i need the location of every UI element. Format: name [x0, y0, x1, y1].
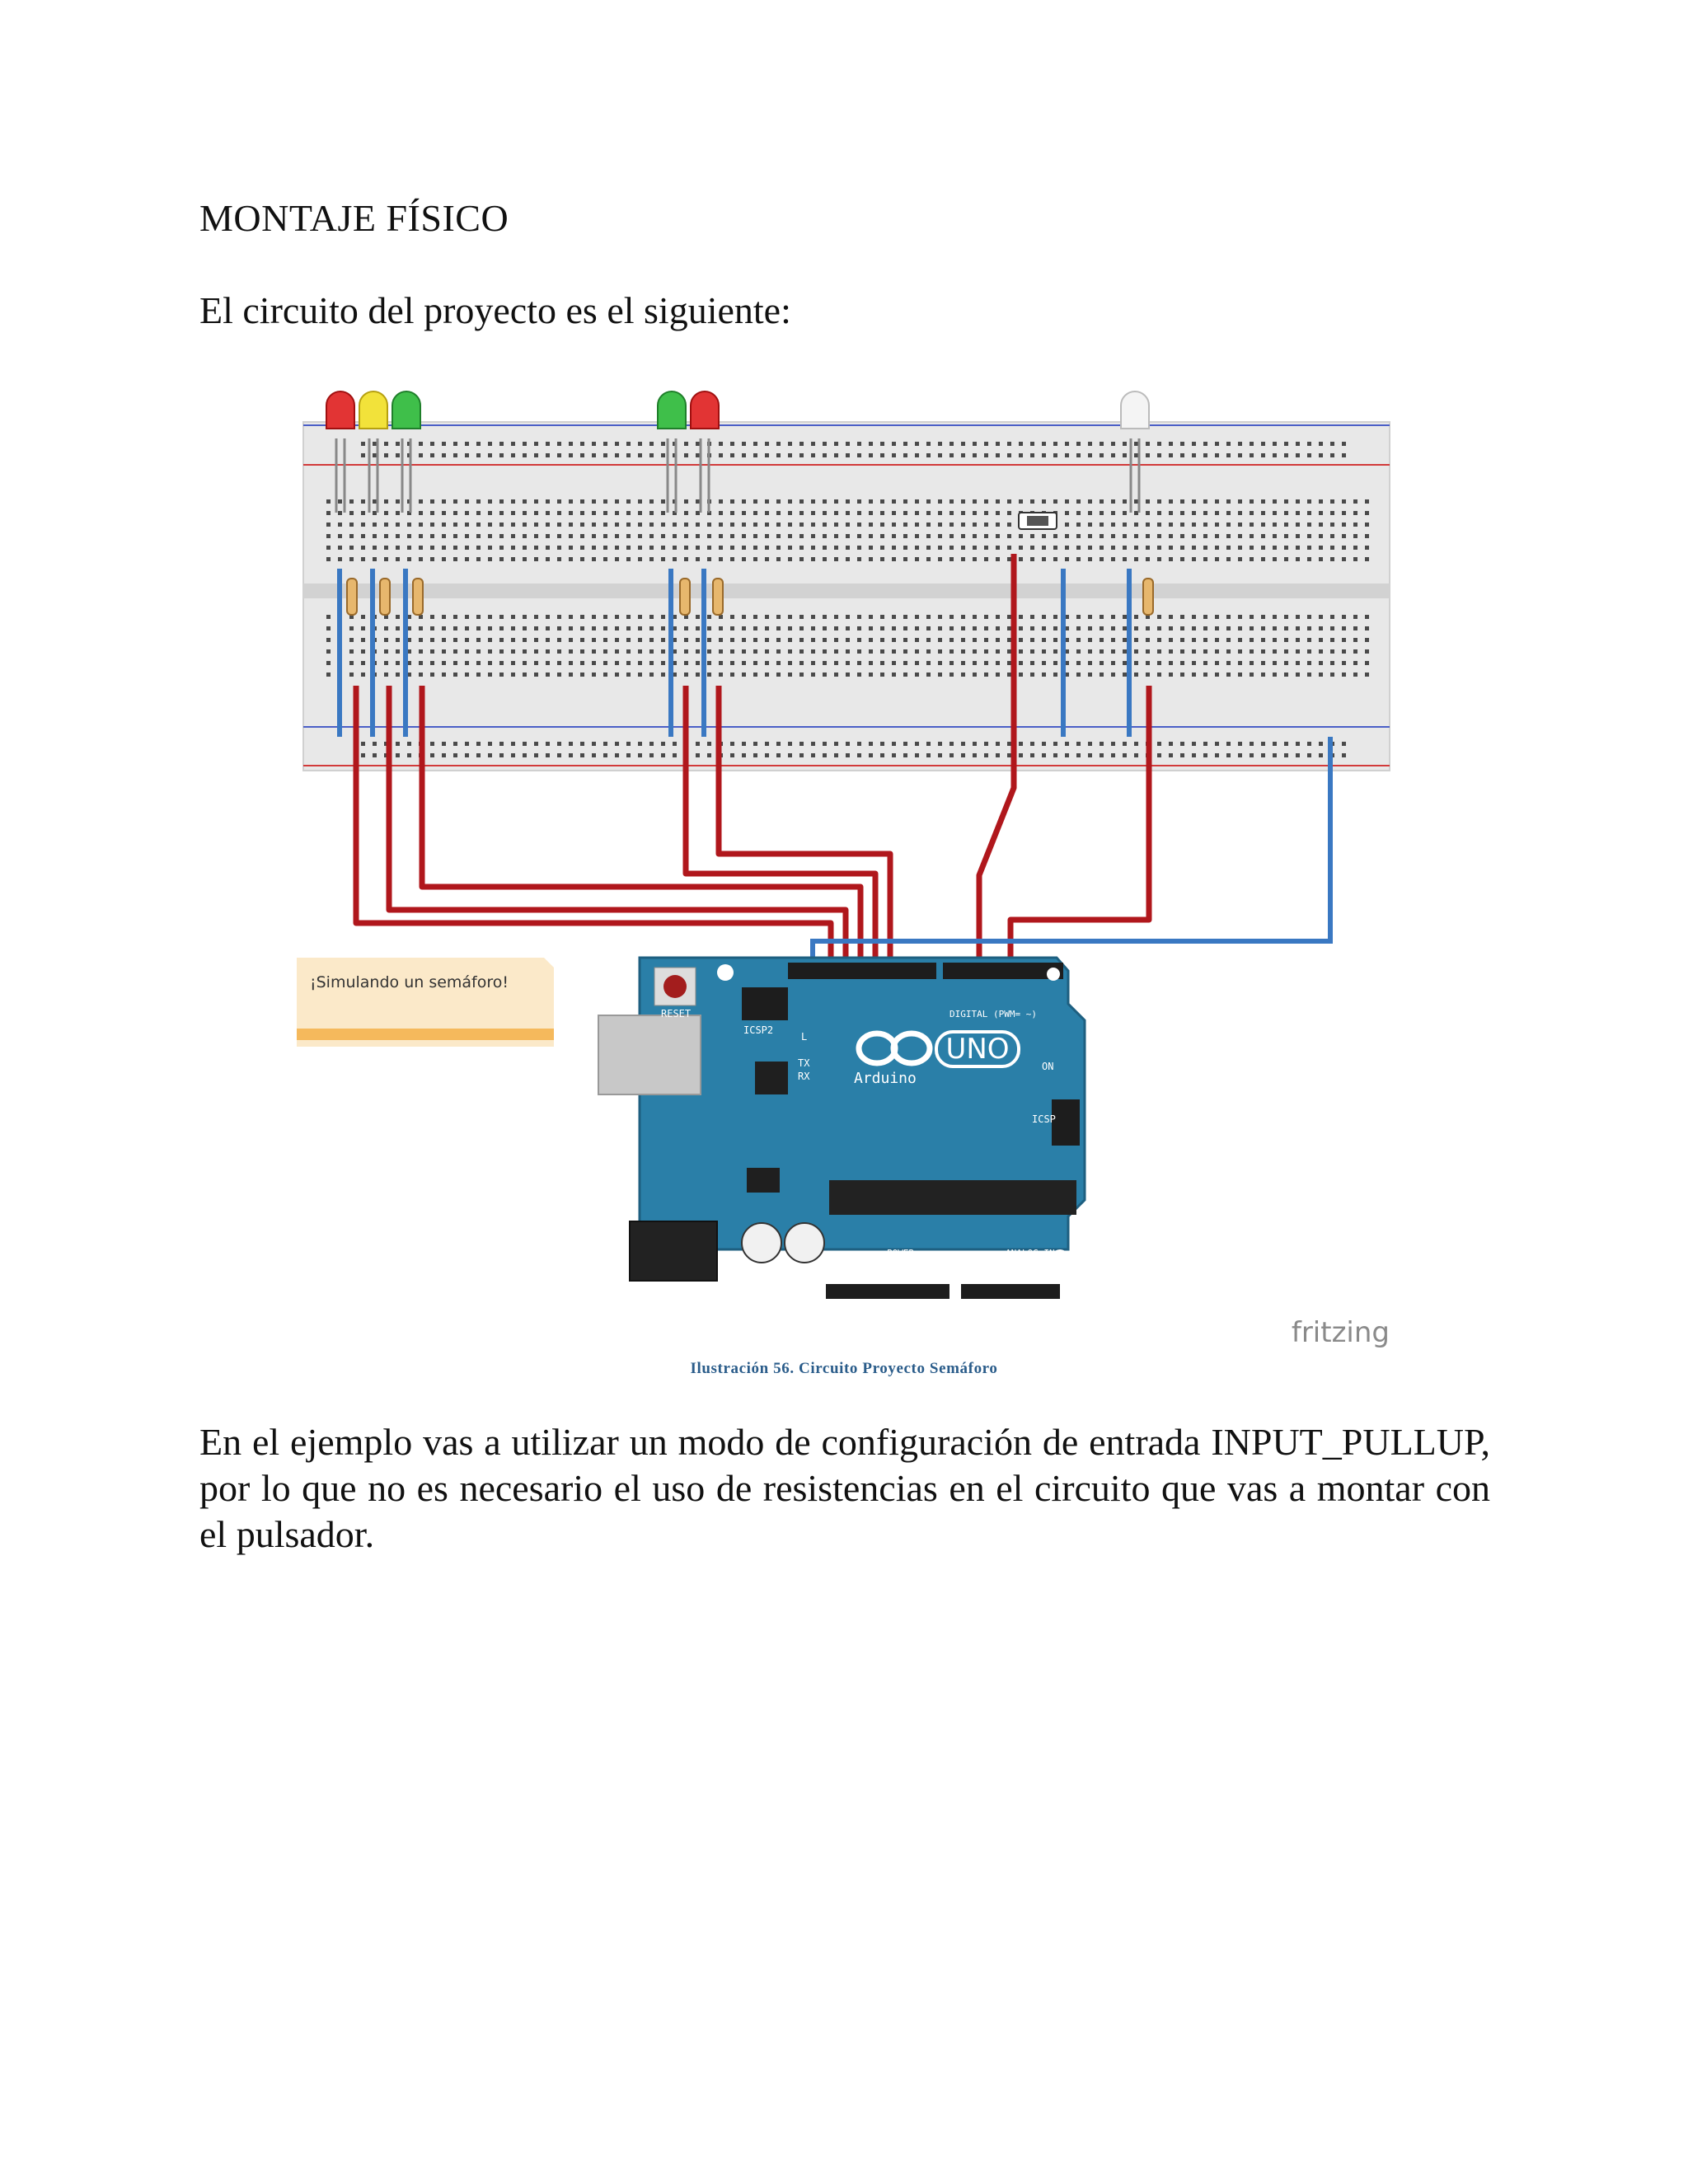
- note-card: ¡Simulando un semáforo!: [297, 958, 554, 1047]
- breadboard: [302, 421, 1390, 771]
- atmega-chip: [829, 1180, 1076, 1215]
- icsp2-label: ICSP2: [743, 1024, 773, 1036]
- circuit-diagram: ¡Simulando un semáforo!: [297, 391, 1390, 1349]
- usb-connector: [598, 1015, 701, 1095]
- power-label: POWER: [887, 1248, 914, 1258]
- resistors: [346, 578, 1154, 616]
- l-label: L: [801, 1031, 807, 1043]
- led-white: [1120, 391, 1150, 513]
- rx-label: RX: [798, 1071, 810, 1082]
- arduino-logo: [856, 1030, 933, 1066]
- led-green-2: [657, 391, 687, 513]
- board-brand: Arduino: [854, 1070, 917, 1087]
- blue-jumpers: [337, 569, 1132, 737]
- body-paragraph: En el ejemplo vas a utilizar un modo de …: [199, 1421, 1490, 1555]
- reset-label: RESET: [661, 1008, 691, 1019]
- led-yellow: [359, 391, 388, 513]
- digital-label: DIGITAL (PWM= ~): [950, 1009, 1037, 1019]
- fritzing-watermark: fritzing: [1292, 1316, 1390, 1349]
- intro-paragraph: El circuito del proyecto es el siguiente…: [199, 289, 791, 331]
- figure-caption: Ilustración 56. Circuito Proyecto Semáfo…: [690, 1360, 998, 1377]
- arduino-board: UNO Arduino RESET ICSP2 ICSP ON L TX RX …: [598, 956, 1086, 1312]
- power-jack: [629, 1221, 718, 1282]
- board-model: UNO: [945, 1033, 1009, 1066]
- note-card-label: ¡Simulando un semáforo!: [310, 973, 509, 991]
- led-red-1: [326, 391, 355, 513]
- on-label: ON: [1042, 1061, 1053, 1072]
- icsp-label: ICSP: [1032, 1113, 1056, 1125]
- analog-label: ANALOG IN: [1006, 1248, 1055, 1258]
- led-green-1: [392, 391, 421, 513]
- tx-label: TX: [798, 1057, 810, 1069]
- led-red-2: [690, 391, 720, 513]
- section-heading: MONTAJE FÍSICO: [199, 197, 509, 239]
- push-button: [1018, 512, 1057, 530]
- circuit-figure: ¡Simulando un semáforo!: [277, 381, 1411, 1360]
